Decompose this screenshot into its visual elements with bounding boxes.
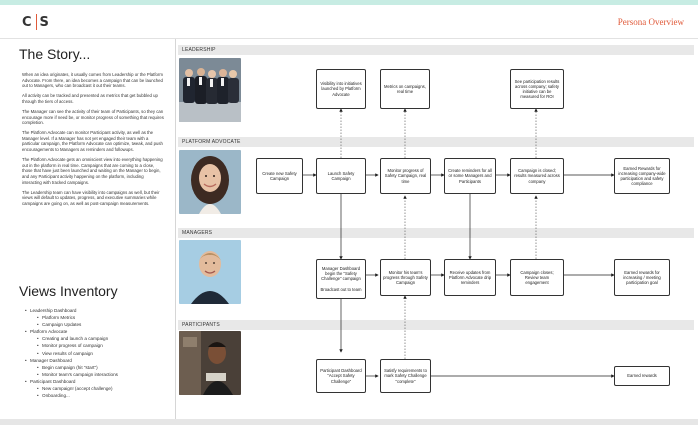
left-column: The Story... When an idea originates, it… [0,39,172,419]
views-subitem: Monitor progress of campaign [30,342,118,349]
node-manager-monitor: Monitor his team's progress through Safe… [380,259,431,296]
views-subitem: Onboarding... [30,392,118,399]
lane-label-platform-advocate: PLATFORM ADVOCATE [178,137,694,147]
node-manager-closes: Campaign closes; Review team engagement [510,259,564,296]
logo-left-letter: C [22,14,33,30]
column-divider [175,39,176,419]
views-subitem: Creating and launch a campaign [30,335,118,342]
manager-photo [179,240,241,304]
bottom-strip [0,419,698,425]
node-advocate-create: Create new Safety Campaign [256,158,303,194]
page-title: Persona Overview [617,17,684,27]
leadership-team-photo [179,58,241,122]
node-advocate-reminders: Create reminders for all or some Manager… [444,158,496,194]
node-participant-satisfy: Satisfy requirements to mark Safety Chal… [380,359,431,393]
story-paragraph: The Leadership team can have visibility … [22,189,160,206]
views-inventory-title: Views Inventory [19,283,118,299]
node-manager-dashboard: Manager Dashboard begin the "Safety Chal… [316,259,366,299]
views-inventory-list: Leadership Dashboard Platform Metrics Ca… [25,307,118,399]
node-advocate-launch: Launch Safety Campaign [316,158,366,194]
node-participant-dashboard: Participant Dashboard "Accept Safety Cha… [316,359,366,393]
node-manager-receive: Receive updates from Platform Advocate d… [444,259,496,296]
story-text: When an idea originates, it usually come… [22,72,164,211]
views-item: Leadership Dashboard [25,307,118,314]
story-paragraph: When an idea originates, it usually come… [22,72,163,89]
node-advocate-monitor: Monitor progress of Safety Campaign, rea… [380,158,431,194]
views-subitem: Platform Metrics [30,314,118,321]
story-paragraph: All activity can be tracked and presente… [22,93,158,104]
lane-label-leadership: LEADERSHIP [178,45,694,55]
views-item: Participant Dashboard [25,378,118,385]
top-accent-strip [0,0,698,5]
lane-label-participants: PARTICIPANTS [178,320,694,330]
views-subitem: View results of campaign [30,350,118,357]
views-subitem: Begin campaign (hit "start") [30,364,118,371]
header-divider [0,38,698,39]
views-subitem: New campaign! (accept challenge) [30,385,118,392]
views-subitem: Campaign Updates [30,321,118,328]
node-manager-rewards: Earned rewards for increasing / meeting … [614,259,670,296]
node-advocate-rewards: Earned Rewards for increasing company-wi… [614,158,670,194]
node-leadership-metrics: Metrics on campaigns, real time [380,69,430,109]
lane-label-managers: MANAGERS [178,228,694,238]
views-item: Manager Dashboard [25,357,118,364]
logo-right-letter: S [39,14,50,30]
views-subitem: Monitor team's campaign interactions [30,371,118,378]
node-leadership-results: See participation results across company… [510,69,564,109]
platform-advocate-photo [179,150,241,214]
story-paragraph: The Platform Advocate can monitor Partic… [22,130,163,153]
participant-photo [179,331,241,395]
node-advocate-closed: Campaign is closed; results measured acr… [510,158,564,194]
story-title: The Story... [19,46,91,62]
node-participant-rewards: Earned rewards [614,366,670,386]
story-paragraph: The Manager can see the activity of thei… [22,108,164,126]
logo-divider [35,14,37,30]
node-leadership-visibility: Visibility into initiatives launched by … [316,69,366,109]
logo: C S [22,14,50,30]
story-paragraph: The Platform Advocate gets an omniscient… [22,157,163,185]
views-item: Platform Advocate [25,328,118,335]
